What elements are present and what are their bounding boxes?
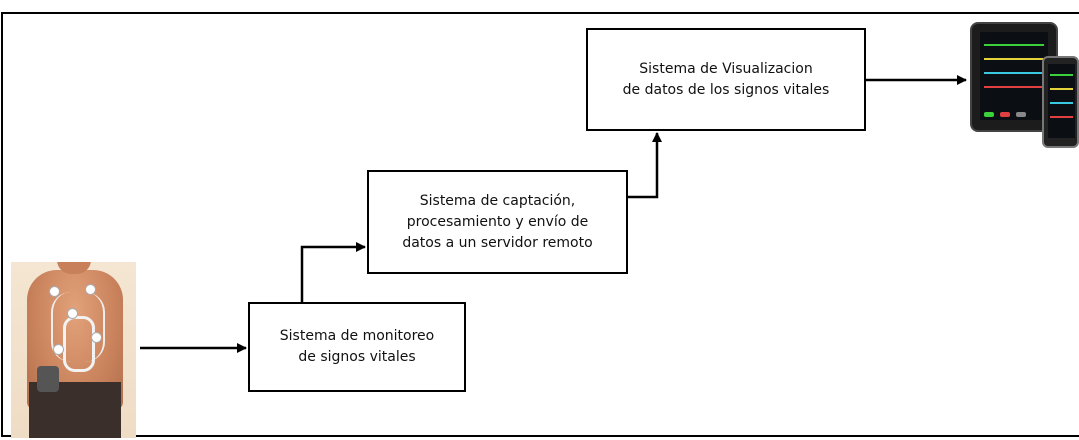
ecg-trace: [984, 72, 1044, 74]
ecg-trace: [1050, 88, 1073, 90]
electrode: [53, 344, 64, 355]
tablet-screen: [980, 32, 1048, 120]
phone-monitor-icon: [1042, 56, 1079, 148]
electrode: [49, 286, 60, 297]
visualization-box-line1: Sistema de Visualizacion: [639, 60, 813, 77]
visualization-box-line2: de datos de los signos vitales: [622, 81, 830, 98]
diagram-frame: [1, 12, 1079, 437]
ecg-trace: [984, 58, 1044, 60]
ecg-trace: [984, 44, 1044, 46]
capture-system-box: Sistema de captación, procesamiento y en…: [367, 170, 628, 274]
ecg-trace: [1050, 102, 1073, 104]
monitoring-system-box: Sistema de monitoreo de signos vitales: [248, 302, 466, 392]
electrode-wires: [51, 292, 105, 362]
ecg-trace: [1050, 116, 1073, 118]
electrode-cable: [63, 316, 95, 372]
phone-screen: [1048, 64, 1075, 138]
patient-neck: [57, 262, 91, 274]
electrode: [85, 284, 96, 295]
capture-box-line2: procesamiento y envío de: [406, 213, 589, 230]
arrow-monitoring-to-capture: [300, 242, 366, 302]
electrode: [67, 308, 78, 319]
patient-holter-photo: [11, 262, 136, 438]
monitoring-box-line1: Sistema de monitoreo: [279, 328, 435, 344]
capture-box-line3: datos a un servidor remoto: [402, 234, 593, 251]
screen-button: [1016, 112, 1026, 117]
capture-box-line1: Sistema de captación,: [419, 192, 576, 209]
monitoring-box-line2: de signos vitales: [298, 349, 416, 365]
screen-button: [984, 112, 994, 117]
visualization-system-box: Sistema de Visualizacion de datos de los…: [586, 28, 866, 131]
electrode: [91, 332, 102, 343]
screen-button: [1000, 112, 1010, 117]
holter-recorder: [37, 366, 59, 392]
ecg-trace: [1050, 74, 1073, 76]
ecg-trace: [984, 86, 1044, 88]
arrow-capture-to-visualization: [628, 132, 662, 199]
